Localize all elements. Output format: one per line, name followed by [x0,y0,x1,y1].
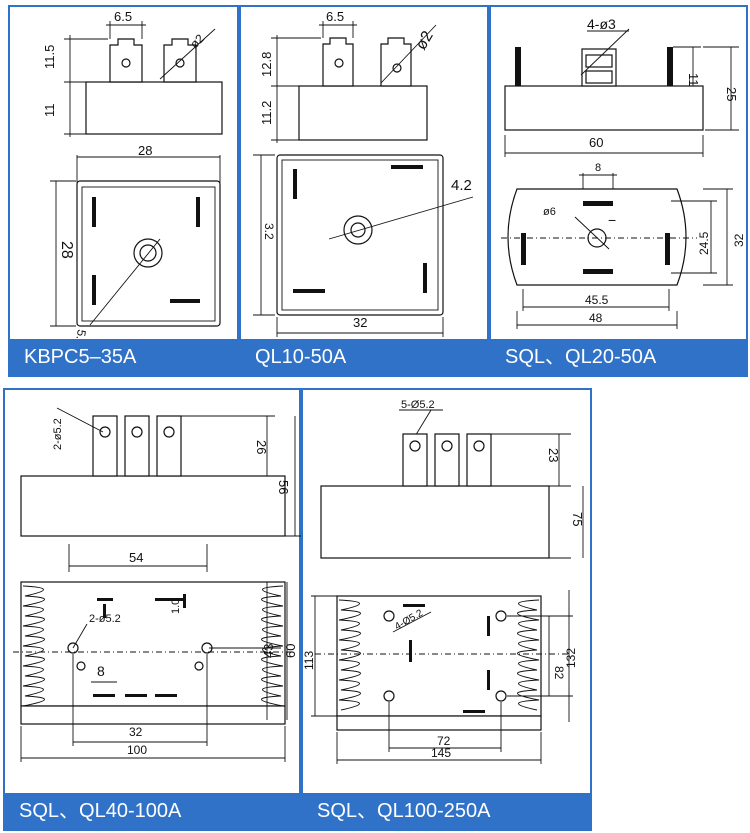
sql40-dim-h1: 43 [261,644,276,658]
panel-label: QL10-50A [241,339,487,375]
sql100-fins-right [517,599,540,711]
panel-label: KBPC5–35A [10,339,237,375]
sql100-dim-h2: 82 [552,666,566,680]
sql100-body-side [320,485,550,559]
panel-sql40: 2-ø5.2 26 56 54 2-ø5.2 1.0 43 60 8 32 [3,388,303,831]
ql10-dim-tab: 12.8 [259,52,274,77]
sql100-fins-left [338,599,361,711]
sql40-dim-holes: 2-ø5.2 [52,418,64,450]
sql100-drawing: 5-Ø5.2 23 75 4-Ø5.2 113 82 132 72 145 [303,399,585,764]
sql40-fins-right [261,585,284,707]
ql10-body-side [298,85,428,141]
panel-ql10: 6.5 ø2 12.8 11.2 4.2 3.2 32 QL10-50A [239,5,489,377]
panel-label: SQL、QL20-50A [491,339,746,375]
sql20-dim-v1: 24.5 [697,231,711,255]
sql20-dim-tab: 11 [686,73,701,87]
kbpc-dim-tab: 11.5 [42,45,57,69]
ql10-dim-side: 3.2 [262,223,276,240]
sql40-dim-holes2: 2-ø5.2 [89,613,121,625]
kbpc-hole-left [121,58,131,68]
sql40-dim-tab: 26 [254,440,269,454]
sql40-dim-gap: 1.0 [170,599,182,614]
sql40-fins-left [22,585,45,707]
sql40-dim-height: 56 [276,480,291,494]
sql20-dim-width: 60 [589,135,603,150]
sql40-dim-h2: 60 [283,644,298,658]
ql10-dim-hole: ø2 [413,28,437,53]
sql40-dim-spacing: 54 [129,550,143,565]
sql20-dim-hole: ø6 [543,206,556,218]
kbpc-body-side [85,81,223,135]
sql20-minus: − [608,212,616,228]
sql20-dim-pitch: 8 [595,162,601,174]
sql20-dim-height: 25 [724,87,739,101]
kbpc-dim-top: 6.5 [114,9,132,24]
sql100-dim-w1: 72 [437,734,451,748]
sql20-body-side [504,85,704,131]
sql20-dim-w1: 45.5 [585,293,609,307]
panel-sql20: 4-ø3 11 25 60 8 − ø6 24.5 32 45.5 48 SQL… [489,5,748,377]
sql20-dim-holes: 4-ø3 [587,16,616,32]
sql100-dim-h1: 113 [303,651,316,670]
panel-sql100: 5-Ø5.2 23 75 4-Ø5.2 113 82 132 72 145 [301,388,592,831]
sql40-dim-w1: 32 [129,725,143,739]
ql10-drawing: 6.5 ø2 12.8 11.2 4.2 3.2 32 [253,9,474,337]
sql20-dim-w2: 48 [589,311,603,325]
kbpc-dim-height: 28 [58,241,75,259]
sql40-dim-w2: 100 [127,743,147,757]
ql10-dim-top: 6.5 [326,9,344,24]
sql20-dim-v2: 32 [732,233,746,247]
panel-kbpc: 6.5 ø2 11.5 11 28 5.8 28 KBPC5–35A [8,5,239,377]
ql10-dim-body: 11.2 [259,101,274,125]
sql40-heatsink [20,581,286,707]
ql10-tab-right [380,37,412,87]
sql100-dim-w2: 145 [431,746,451,760]
panel-label: SQL、QL100-250A [303,793,590,829]
panel-label: SQL、QL40-100A [5,793,299,829]
ql10-dim-width: 32 [353,315,367,330]
sql100-dim-holes: 5-Ø5.2 [401,399,435,411]
kbpc-hole-right [175,58,185,68]
sql100-dim-h3: 132 [564,648,578,668]
ql10-dim-diag: 4.2 [451,177,472,194]
sql40-body-side [20,475,286,537]
sql40-dim-pitch: 8 [97,663,105,679]
kbpc-drawing: 6.5 ø2 11.5 11 28 5.8 28 [42,9,223,348]
sql20-drawing: 4-ø3 11 25 60 8 − ø6 24.5 32 45.5 48 [501,16,746,329]
kbpc-dim-width: 28 [138,143,152,158]
sql100-heatsink [336,595,542,717]
kbpc-dim-body: 11 [42,104,57,118]
sql100-dim-tab: 23 [546,448,561,462]
sql100-dim-height: 75 [570,512,585,526]
sql40-drawing: 2-ø5.2 26 56 54 2-ø5.2 1.0 43 60 8 32 [13,407,303,762]
